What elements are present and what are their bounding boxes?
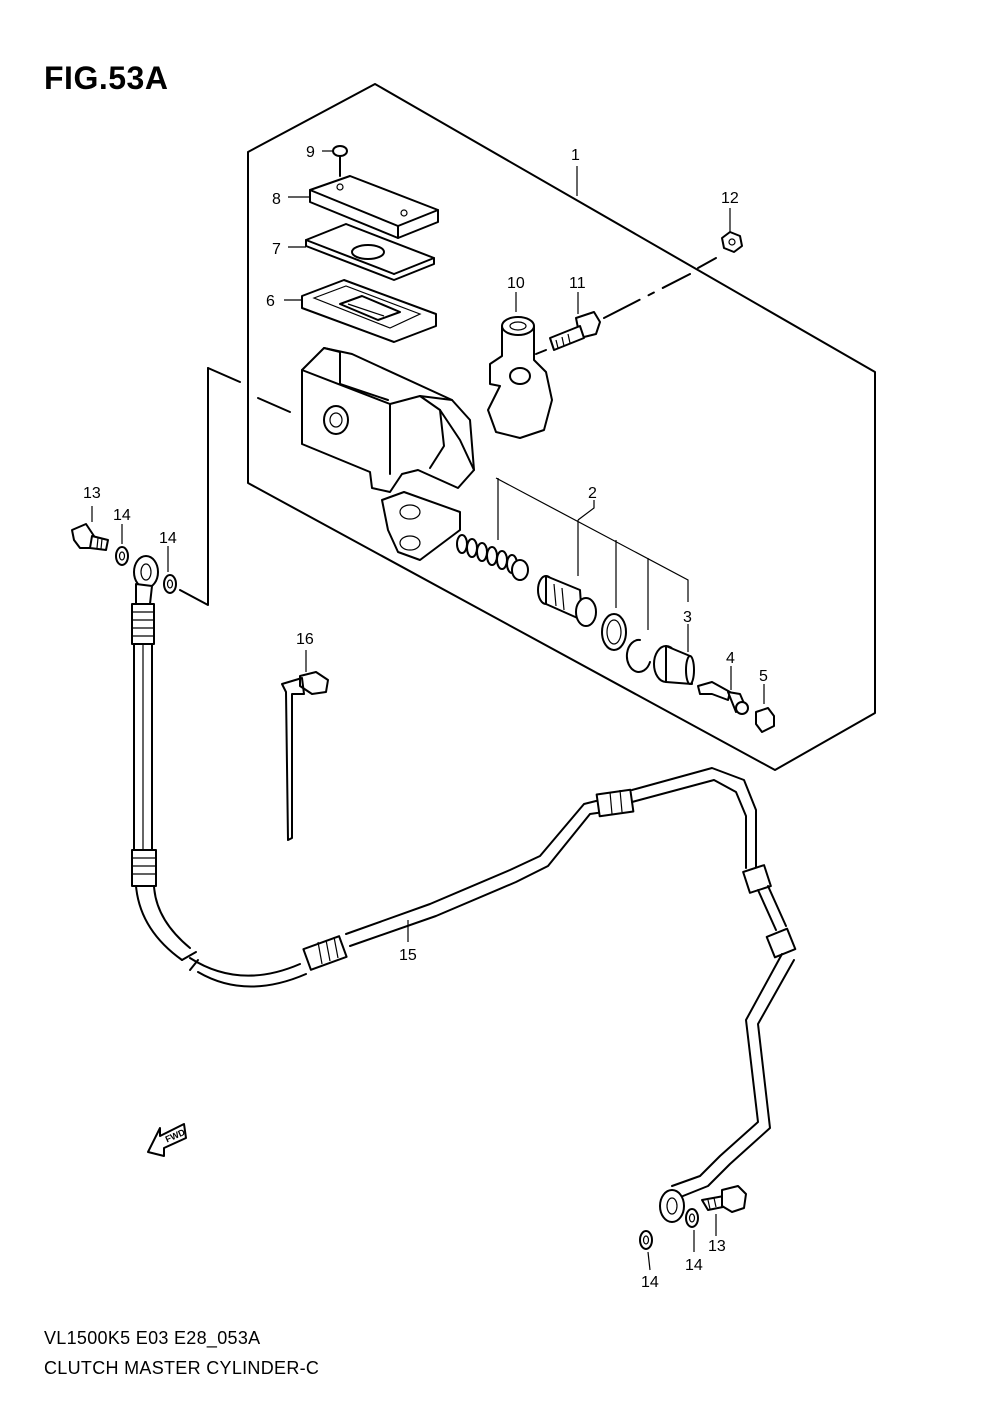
plate-part-7: [288, 223, 435, 281]
callout-13-left: 13: [83, 485, 101, 502]
callout-7: 7: [272, 241, 281, 258]
callout-14-b: 14: [159, 530, 177, 547]
callout-12: 12: [721, 190, 739, 207]
circlip: [625, 638, 651, 673]
callout-9: 9: [306, 144, 315, 161]
hose-clamp-part-16: [281, 650, 329, 841]
reservoir-cap-part-8: [288, 175, 439, 239]
piston: [537, 575, 597, 627]
callout-2: 2: [588, 485, 597, 502]
piston-kit-part-2: [456, 477, 689, 673]
callout-11: 11: [569, 275, 586, 292]
left-washer-part-14a: [115, 524, 129, 566]
right-banjo-bolt-part-13: [701, 1185, 747, 1236]
callout-6: 6: [266, 293, 275, 310]
callout-14-d: 14: [685, 1257, 703, 1274]
clutch-hose-part-15: [131, 555, 797, 1223]
figure-title: FIG.53A: [44, 60, 169, 96]
callout-13-right: 13: [708, 1238, 726, 1255]
push-rod-part-4: [697, 666, 749, 715]
assembly-axis-line: [535, 257, 717, 355]
callout-10: 10: [507, 275, 525, 292]
callout-15: 15: [399, 947, 417, 964]
callout-1: 1: [571, 147, 580, 164]
callout-14-c: 14: [641, 1274, 659, 1291]
bolt-part-11: [549, 292, 601, 351]
right-washer-part-14d: [685, 1208, 699, 1252]
nut-part-12: [721, 208, 743, 253]
left-banjo-bolt-part-13: [71, 506, 109, 551]
forward-arrow-icon: FWD: [147, 1123, 187, 1157]
diaphragm-part-6: [284, 279, 437, 343]
assembly-outline: [179, 83, 876, 771]
master-cylinder-body: [301, 347, 475, 561]
screw-part-9: [322, 145, 348, 177]
seal-ring: [601, 613, 627, 651]
callout-16: 16: [296, 631, 314, 648]
callout-5: 5: [759, 668, 768, 685]
diagram-name: CLUTCH MASTER CYLINDER-C: [44, 1358, 320, 1378]
lever-holder-part-10: [487, 292, 553, 439]
callout-3: 3: [683, 609, 692, 626]
right-washer-part-14c: [639, 1230, 653, 1271]
boot-part-3: [653, 624, 695, 685]
diagram-code: VL1500K5 E03 E28_053A: [44, 1328, 261, 1348]
callout-labels: 1 2 3 4 5 6 7 8 9 10 11 12 13 13 14 14 1…: [83, 144, 768, 1291]
nut-part-5: [755, 684, 775, 733]
callout-14-a: 14: [113, 507, 131, 524]
left-washer-part-14b: [163, 546, 177, 594]
callout-8: 8: [272, 191, 281, 208]
spring: [456, 534, 529, 581]
callout-4: 4: [726, 650, 735, 667]
